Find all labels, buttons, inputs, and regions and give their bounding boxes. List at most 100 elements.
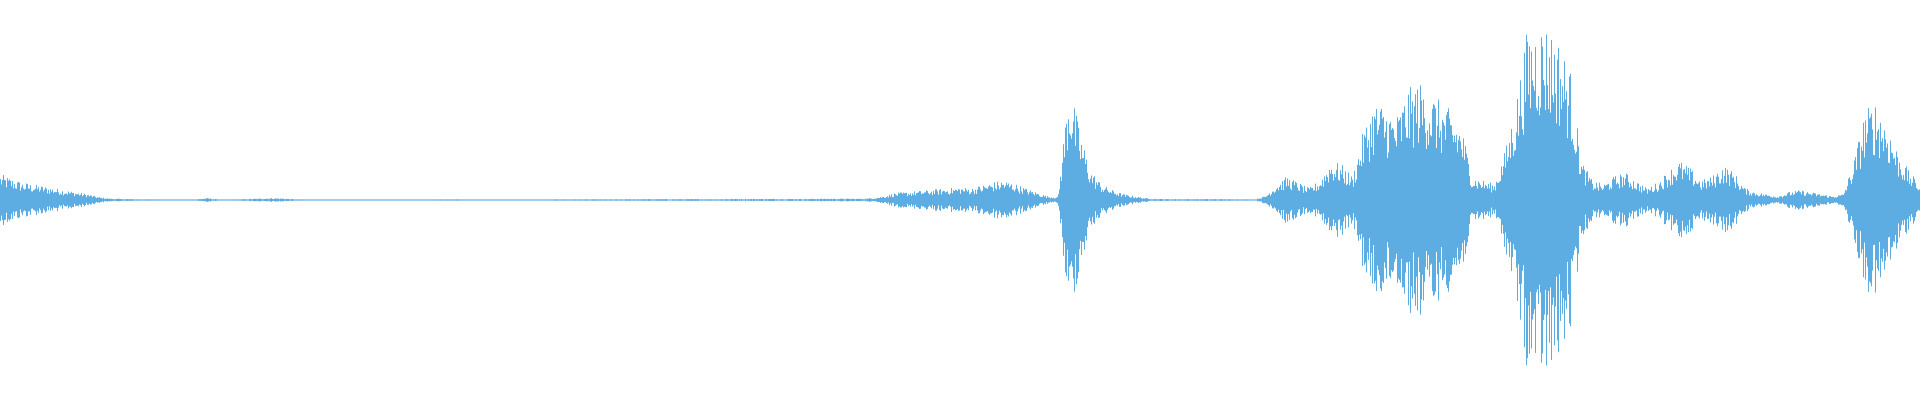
waveform-sample — [1052, 198, 1053, 202]
waveform-sample — [1176, 199, 1177, 201]
waveform-sample — [1200, 199, 1201, 201]
waveform-sample — [958, 189, 959, 211]
waveform-sample — [156, 199, 157, 201]
waveform-sample — [567, 199, 568, 201]
waveform-sample — [148, 199, 149, 201]
waveform-sample — [1913, 176, 1914, 224]
waveform-sample — [1828, 197, 1829, 203]
waveform-sample — [1610, 187, 1611, 213]
waveform-sample — [1352, 179, 1353, 221]
waveform-sample — [1228, 199, 1229, 201]
waveform-sample — [432, 199, 433, 201]
waveform-sample — [410, 199, 411, 201]
waveform-sample — [1250, 199, 1251, 201]
waveform-sample — [199, 199, 200, 201]
waveform-sample — [933, 190, 934, 210]
waveform-sample — [1755, 195, 1756, 205]
waveform-sample — [38, 187, 39, 213]
waveform-sample — [1167, 199, 1168, 201]
waveform-sample — [794, 199, 795, 201]
waveform-sample — [536, 199, 537, 201]
waveform-sample — [1332, 174, 1333, 226]
waveform-sample — [1428, 144, 1429, 256]
waveform-sample — [1098, 181, 1099, 219]
waveform-sample — [1632, 189, 1633, 211]
waveform-sample — [500, 199, 501, 201]
waveform-sample — [562, 199, 563, 201]
waveform-sample — [104, 198, 105, 202]
waveform-sample — [173, 199, 174, 201]
waveform-sample — [282, 198, 283, 202]
waveform-sample — [1770, 196, 1771, 204]
waveform-sample — [115, 199, 116, 201]
waveform-sample — [754, 198, 755, 202]
waveform-sample — [873, 198, 874, 202]
waveform-sample — [584, 199, 585, 201]
waveform-sample — [298, 199, 299, 201]
waveform-sample — [915, 195, 916, 205]
waveform-sample — [1496, 181, 1497, 219]
waveform-sample — [1150, 199, 1151, 201]
waveform-sample — [1304, 185, 1305, 215]
waveform-sample — [375, 199, 376, 201]
waveform-sample — [650, 199, 651, 201]
waveform-sample — [197, 199, 198, 201]
waveform-sample — [885, 197, 886, 203]
waveform-sample — [609, 199, 610, 201]
waveform-sample — [1847, 186, 1848, 214]
waveform-sample — [1347, 183, 1348, 217]
waveform-sample — [23, 188, 24, 212]
waveform-sample — [1436, 148, 1437, 252]
waveform-sample — [896, 195, 897, 205]
waveform-sample — [167, 199, 168, 201]
waveform-sample — [129, 199, 130, 201]
waveform-sample — [865, 198, 866, 202]
waveform-sample — [1537, 110, 1538, 290]
waveform-sample — [215, 199, 216, 201]
waveform-sample — [1133, 197, 1134, 203]
waveform-sample — [1830, 196, 1831, 204]
waveform-sample — [80, 194, 81, 206]
waveform-sample — [1689, 180, 1690, 220]
waveform-sample — [864, 199, 865, 201]
waveform-sample — [136, 199, 137, 201]
waveform-sample — [704, 199, 705, 201]
waveform-sample — [1334, 174, 1335, 226]
waveform-sample — [830, 199, 831, 201]
waveform-sample — [344, 199, 345, 201]
waveform-sample — [705, 199, 706, 201]
waveform-sample — [46, 188, 47, 212]
waveform-sample — [1035, 192, 1036, 208]
waveform-sample — [1311, 188, 1312, 212]
waveform-sample — [1470, 185, 1471, 215]
waveform-sample — [841, 198, 842, 202]
waveform-sample — [1488, 183, 1489, 217]
waveform-sample — [1306, 192, 1307, 208]
waveform-sample — [623, 199, 624, 201]
waveform-sample — [126, 199, 127, 201]
waveform-sample — [480, 199, 481, 201]
waveform-sample — [179, 199, 180, 201]
waveform-sample — [1613, 176, 1614, 224]
waveform-sample — [551, 199, 552, 201]
waveform-sample — [633, 199, 634, 201]
waveform-sample — [249, 198, 250, 202]
waveform-sample — [1714, 183, 1715, 217]
waveform-sample — [1383, 117, 1384, 283]
waveform-sample — [130, 199, 131, 201]
waveform-sample — [431, 199, 432, 201]
waveform-sample — [1417, 89, 1418, 311]
waveform-sample — [1113, 191, 1114, 209]
waveform-sample — [1305, 190, 1306, 210]
waveform-sample — [363, 199, 364, 201]
waveform-sample — [1894, 157, 1895, 243]
waveform-sample — [1037, 193, 1038, 207]
waveform-sample — [1066, 123, 1067, 277]
waveform-sample — [92, 197, 93, 203]
waveform-sample — [468, 199, 469, 201]
waveform-sample — [317, 199, 318, 201]
waveform-sample — [1908, 170, 1909, 230]
waveform-sample — [811, 199, 812, 201]
